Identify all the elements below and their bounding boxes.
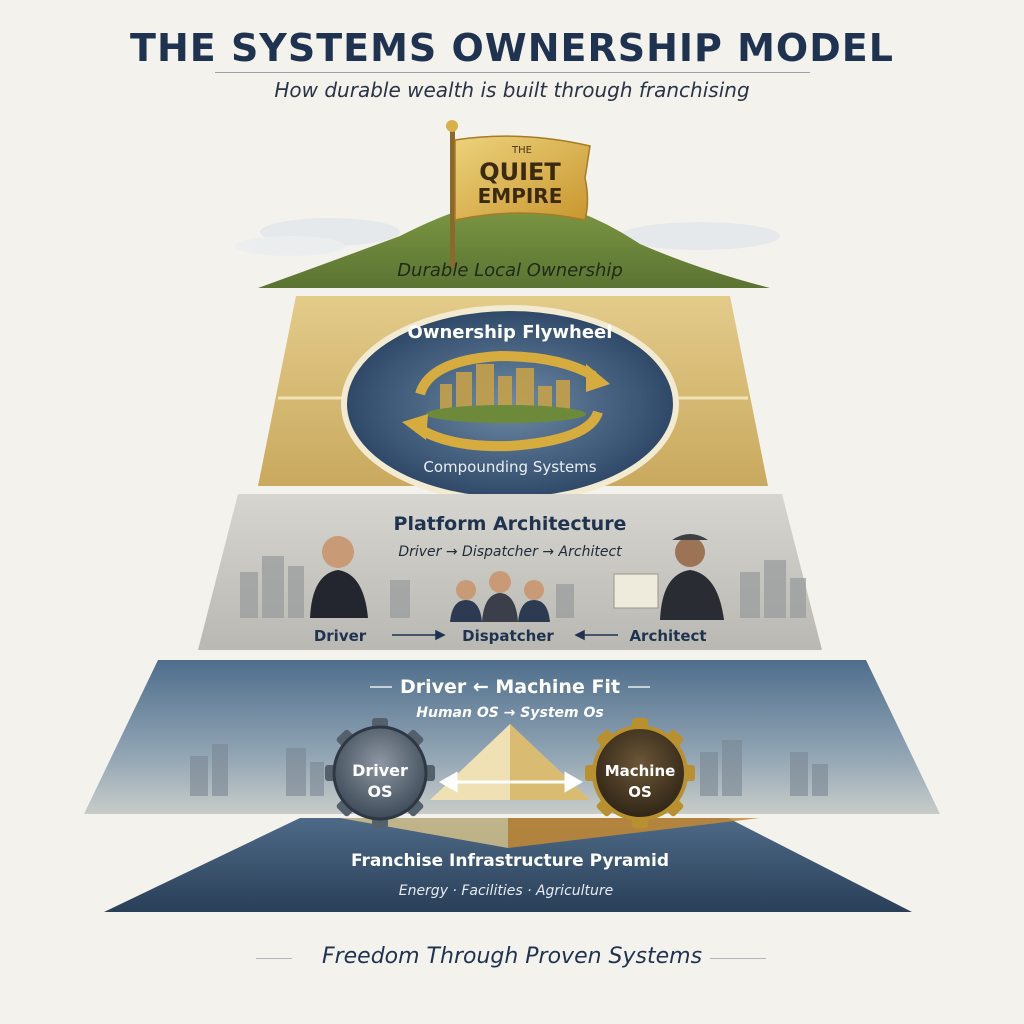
- flywheel-caption: Compounding Systems: [423, 458, 596, 476]
- machine-gear-line2: OS: [628, 783, 652, 801]
- base-title: Franchise Infrastructure Pyramid: [351, 851, 669, 871]
- driver-gear-line1: Driver: [352, 761, 408, 780]
- footer-tagline: Freedom Through Proven Systems: [0, 944, 1024, 969]
- driver-gear-line2: OS: [367, 782, 392, 801]
- summit-label: Durable Local Ownership: [397, 260, 623, 281]
- fit-title: Driver ← Machine Fit: [400, 676, 620, 698]
- flag-line-empire: EMPIRE: [478, 184, 563, 208]
- footer-rule-right: [710, 958, 766, 959]
- machine-gear-line1: Machine: [605, 762, 676, 780]
- flywheel-title: Ownership Flywheel: [408, 322, 613, 343]
- platform-label-driver: Driver: [314, 627, 367, 645]
- flag-line-quiet: QUIET: [479, 158, 561, 186]
- flag-small-text: THE: [511, 145, 532, 156]
- platform-label-dispatcher: Dispatcher: [462, 627, 554, 645]
- base-sectors: Energy · Facilities · Agriculture: [399, 883, 614, 899]
- platform-label-architect: Architect: [629, 627, 706, 645]
- platform-title: Platform Architecture: [394, 513, 627, 535]
- platform-flow: Driver → Dispatcher → Architect: [398, 544, 622, 560]
- blueprint-document: [614, 574, 658, 608]
- fit-flow: Human OS → System Os: [416, 705, 603, 721]
